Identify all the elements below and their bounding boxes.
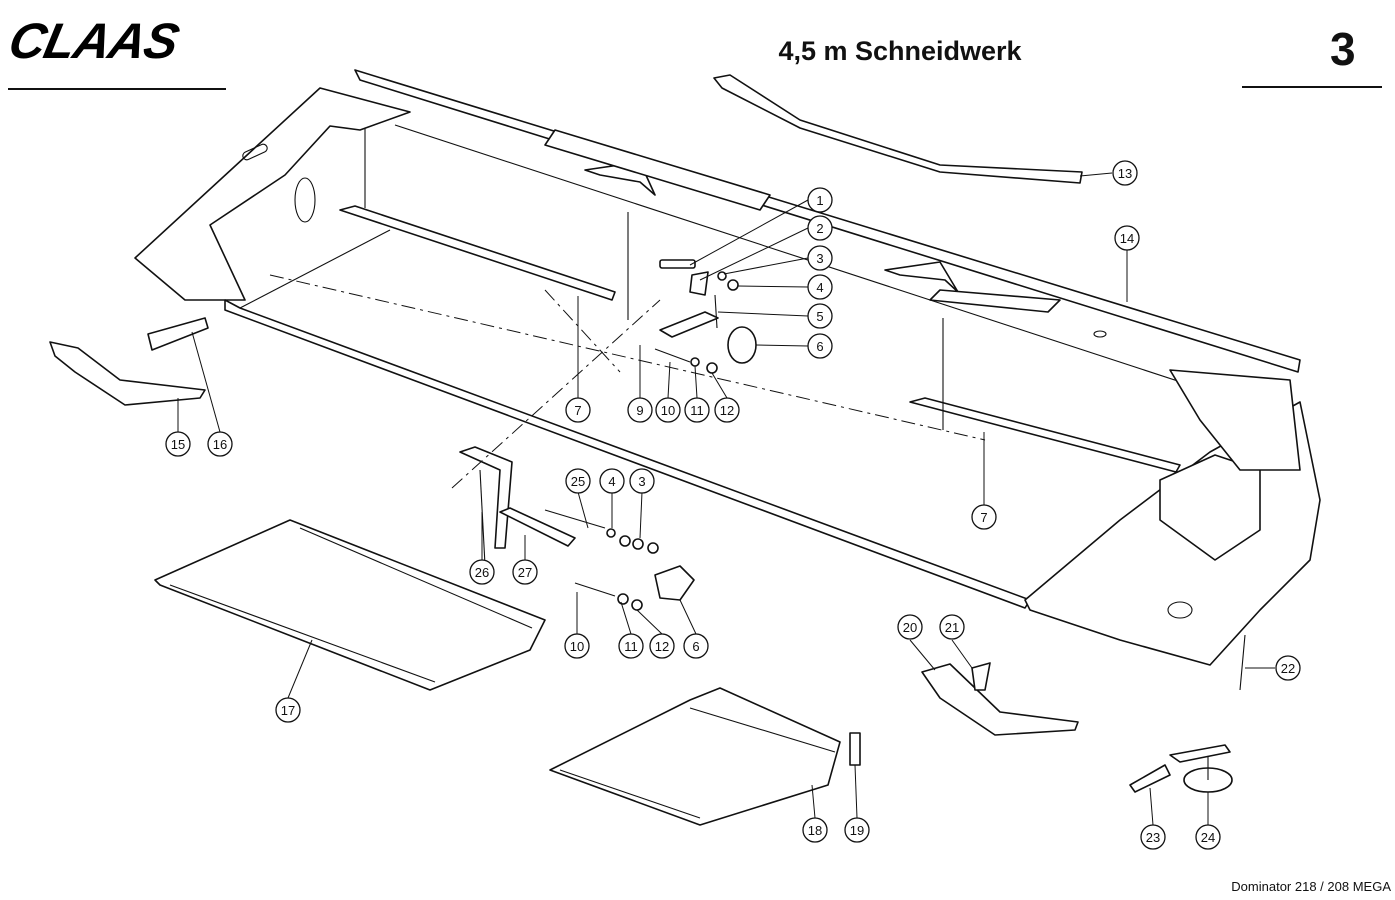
callout-16: 16 xyxy=(207,431,233,457)
callout-5: 5 xyxy=(807,303,833,329)
assembly-lines xyxy=(269,274,986,489)
svg-text:7: 7 xyxy=(980,510,987,525)
svg-text:10: 10 xyxy=(661,403,675,418)
divider-point-15 xyxy=(49,341,206,406)
callout-11-lower: 11 xyxy=(618,633,644,659)
header-rule-right xyxy=(1242,86,1382,88)
callout-21: 21 xyxy=(939,614,965,640)
callout-22: 22 xyxy=(1275,655,1301,681)
svg-text:11: 11 xyxy=(624,639,638,654)
svg-text:6: 6 xyxy=(692,639,699,654)
svg-text:9: 9 xyxy=(636,403,643,418)
callout-2: 2 xyxy=(807,215,833,241)
callout-6-lower: 6 xyxy=(683,633,709,659)
svg-text:14: 14 xyxy=(1120,231,1134,246)
callout-19: 19 xyxy=(844,817,870,843)
divider-point-20 xyxy=(921,663,1079,736)
svg-text:12: 12 xyxy=(720,403,734,418)
callout-13: 13 xyxy=(1112,160,1138,186)
svg-text:16: 16 xyxy=(213,437,227,452)
hardware-middle xyxy=(459,446,695,611)
callout-18: 18 xyxy=(802,817,828,843)
svg-text:4: 4 xyxy=(816,280,823,295)
callout-26: 26 xyxy=(469,559,495,585)
callout-23: 23 xyxy=(1140,824,1166,850)
callout-17: 17 xyxy=(275,697,301,723)
svg-text:17: 17 xyxy=(281,703,295,718)
svg-text:26: 26 xyxy=(475,565,489,580)
sheet-number: 3 xyxy=(1330,23,1356,75)
callout-24: 24 xyxy=(1195,824,1221,850)
svg-text:13: 13 xyxy=(1118,166,1132,181)
callout-7: 7 xyxy=(565,397,591,423)
svg-text:25: 25 xyxy=(571,474,585,489)
callout-4: 4 xyxy=(807,274,833,300)
svg-text:2: 2 xyxy=(816,221,823,236)
callout-7-right: 7 xyxy=(971,504,997,530)
callout-14: 14 xyxy=(1114,225,1140,251)
top-guides xyxy=(544,129,1061,313)
callout-27: 27 xyxy=(512,559,538,585)
tray-17 xyxy=(154,519,546,691)
svg-text:19: 19 xyxy=(850,823,864,838)
callout-1: 1 xyxy=(807,187,833,213)
svg-text:27: 27 xyxy=(518,565,532,580)
callout-15: 15 xyxy=(165,431,191,457)
callout-25: 25 xyxy=(565,468,591,494)
callout-9: 9 xyxy=(627,397,653,423)
svg-text:3: 3 xyxy=(816,251,823,266)
model-footer: Dominator 218 / 208 MEGA xyxy=(1231,879,1391,894)
callout-3-lower: 3 xyxy=(629,468,655,494)
svg-text:12: 12 xyxy=(655,639,669,654)
svg-text:18: 18 xyxy=(808,823,822,838)
callout-10-lower: 10 xyxy=(564,633,590,659)
top-strip-13 xyxy=(713,74,1083,184)
wear-strip-16 xyxy=(147,317,209,351)
svg-text:1: 1 xyxy=(816,193,823,208)
leader-lines xyxy=(177,172,1275,826)
svg-text:7: 7 xyxy=(574,403,581,418)
callout-4-lower: 4 xyxy=(599,468,625,494)
header-rule-left xyxy=(8,88,226,90)
tray-18 xyxy=(549,687,841,826)
callout-12-lower: 12 xyxy=(649,633,675,659)
callout-20: 20 xyxy=(897,614,923,640)
svg-text:23: 23 xyxy=(1146,830,1160,845)
svg-text:6: 6 xyxy=(816,339,823,354)
svg-text:3: 3 xyxy=(638,474,645,489)
callout-10: 10 xyxy=(655,397,681,423)
hardware-upper xyxy=(654,259,757,374)
svg-text:24: 24 xyxy=(1201,830,1215,845)
svg-text:4: 4 xyxy=(608,474,615,489)
plate-19 xyxy=(849,732,861,766)
svg-text:5: 5 xyxy=(816,309,823,324)
page-title: 4,5 m Schneidwerk xyxy=(778,36,1022,66)
svg-text:11: 11 xyxy=(690,403,704,418)
spring-23 xyxy=(1129,764,1171,793)
svg-text:10: 10 xyxy=(570,639,584,654)
spring-22 xyxy=(1239,634,1246,691)
svg-text:22: 22 xyxy=(1281,661,1295,676)
bracket-21 xyxy=(971,662,991,691)
callout-11: 11 xyxy=(684,397,710,423)
bracket-strips xyxy=(339,205,1181,473)
callout-3: 3 xyxy=(807,245,833,271)
callout-6: 6 xyxy=(807,333,833,359)
callout-12: 12 xyxy=(714,397,740,423)
svg-text:21: 21 xyxy=(945,620,959,635)
svg-text:20: 20 xyxy=(903,620,917,635)
svg-text:15: 15 xyxy=(171,437,185,452)
